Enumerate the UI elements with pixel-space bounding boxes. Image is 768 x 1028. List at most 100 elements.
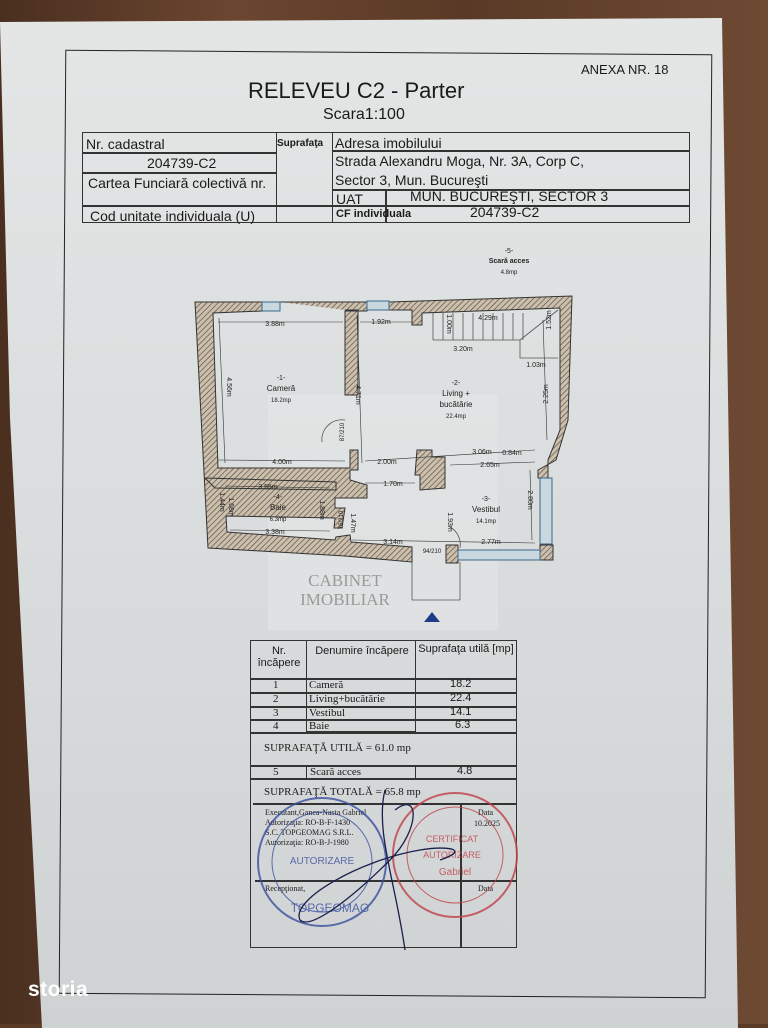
col-header-name: Denumire încăpere xyxy=(315,645,409,657)
dim-label: 3.14m xyxy=(383,539,403,546)
room-2-area: 22.4mp xyxy=(446,414,467,420)
door-1-size: 87/210 xyxy=(340,422,346,441)
cell-name: Living+bucătărie xyxy=(309,693,385,705)
plan-labels: -5- Scară acces 4.8mp -1- Cameră 18.2mp … xyxy=(218,248,553,609)
cell-area: 22.4 xyxy=(450,692,472,704)
dim-label: 3.20m xyxy=(453,346,473,353)
watermark-line-1: CABINET xyxy=(308,571,382,590)
data-label-2: Data xyxy=(478,884,494,893)
cell-name: Scară acces xyxy=(310,766,361,778)
nr-cadastral-value: 204739-C2 xyxy=(147,155,217,171)
authorization-j: Autorizaţia: RO-B-J-1980 xyxy=(265,838,349,847)
authorization-f: Autorizaţia: RO-B-F-1430 xyxy=(265,818,351,827)
cell-area: 18.2 xyxy=(450,678,472,690)
dim-label: 2.80m xyxy=(526,490,533,510)
room-4-name: Baie xyxy=(270,503,287,512)
company-name: S.C. TOPGEOMAG S.R.L. xyxy=(265,828,354,837)
room-5-area: 4.8mp xyxy=(501,270,518,276)
cell-nr: 3 xyxy=(273,707,279,719)
room-2-name2: bucătărie xyxy=(440,400,473,409)
cell-area: 4.8 xyxy=(457,765,473,777)
date-value: 10.2025 xyxy=(474,819,500,828)
storia-logo: storia xyxy=(28,978,89,1001)
dim-label: 1.92m xyxy=(371,319,391,326)
usable-area-total: SUPRAFAŢĂ UTILĂ = 61.0 mp xyxy=(264,742,411,754)
room-4-area: 6.3mp xyxy=(270,517,287,523)
dim-label: 4.71m xyxy=(354,385,361,405)
svg-text:CERTIFICAT: CERTIFICAT xyxy=(426,834,479,844)
dimension-values: 3.88m 1.92m 4.29m 1.00m 3.20m 1.52m 1.03m 4.56… xyxy=(218,310,553,555)
windows xyxy=(261,300,553,561)
entrance-arrow-icon xyxy=(424,612,440,622)
door-3-size: 94/210 xyxy=(423,549,442,555)
address-line-2: Sector 3, Mun. Bucureşti xyxy=(335,172,489,188)
watermark-line-2: IMOBILIAR xyxy=(300,590,390,609)
dim-label: 1.88m xyxy=(318,500,325,520)
nr-cadastral-label: Nr. cadastral xyxy=(86,136,165,152)
col-header-nr: Nr. încăpere xyxy=(257,645,301,669)
room-2-name: Living + xyxy=(442,389,470,398)
dim-label: 1.93m xyxy=(446,512,453,532)
cell-name: Baie xyxy=(309,720,330,732)
data-label: Data xyxy=(478,808,494,817)
suprafata-label: Suprafaţa xyxy=(277,138,324,149)
signature xyxy=(298,789,456,951)
svg-text:TOPGEOMAG: TOPGEOMAG xyxy=(291,901,369,915)
svg-text:Gabriel: Gabriel xyxy=(439,867,471,878)
cf-individuala-label: CF individuala xyxy=(336,208,412,220)
dim-label: 1.03m xyxy=(526,362,546,369)
document-title: RELEVEU C2 - Parter xyxy=(248,78,465,103)
dim-label: 0.84m xyxy=(502,450,522,457)
cell-area: 6.3 xyxy=(455,719,471,731)
room-2-nr: -2- xyxy=(452,380,461,387)
receptionat-label: Recepţionat, xyxy=(265,884,306,893)
dim-label: 3.88m xyxy=(265,321,285,328)
room-1-nr: -1- xyxy=(277,375,286,382)
dim-label: 2.25m xyxy=(543,384,550,404)
room-5-nr: -5- xyxy=(505,248,514,255)
room-1-name: Cameră xyxy=(267,384,296,393)
address-line-1: Strada Alexandru Moga, Nr. 3A, Corp C, xyxy=(335,153,585,169)
col-header-area: Suprafaţa utilă [mp] xyxy=(418,643,514,655)
cell-nr: 4 xyxy=(273,720,279,732)
dim-label: 1.68m xyxy=(227,497,234,517)
door-2-size: 76/210 xyxy=(339,510,345,529)
dim-label: 1.52m xyxy=(546,310,553,330)
room-5-name: Scară acces xyxy=(489,258,530,265)
dim-label: 1.70m xyxy=(383,481,403,488)
stairs xyxy=(321,309,559,601)
room-3-area: 14.1mp xyxy=(476,519,497,525)
dim-label: 4.29m xyxy=(478,315,498,322)
dim-label: 2.00m xyxy=(377,459,397,466)
dim-label: 2.77m xyxy=(481,539,501,546)
uat-value: MUN. BUCUREŞTI, SECTOR 3 xyxy=(410,188,609,204)
room-3-name: Vestibul xyxy=(472,505,500,514)
uat-label: UAT xyxy=(336,191,363,207)
room-3-nr: -3- xyxy=(482,496,491,503)
cf-individuala-value: 204739-C2 xyxy=(470,204,540,220)
blue-stamp: AUTORIZARE TOPGEOMAG xyxy=(257,797,387,927)
room-1-area: 18.2mp xyxy=(271,398,292,404)
dim-label: 4.00m xyxy=(272,459,292,466)
dim-label: 3.55m xyxy=(258,484,278,491)
dim-label: 1.47m xyxy=(349,513,356,533)
cell-nr: 2 xyxy=(273,693,279,705)
scale-label: Scara1:100 xyxy=(323,106,405,123)
dim-label: 3.06m xyxy=(472,449,492,456)
dim-label: 1.00m xyxy=(445,314,452,334)
cell-nr: 1 xyxy=(273,679,279,691)
cod-unitate-label: Cod unitate individuala (U) xyxy=(90,208,255,224)
room-4-nr: -4- xyxy=(274,494,283,501)
dim-label: 3.38m xyxy=(265,529,285,536)
dim-label: 4.56m xyxy=(225,377,232,397)
annex-number: ANEXA NR. 18 xyxy=(581,62,669,77)
dimension-lines xyxy=(217,314,548,544)
cell-name: Cameră xyxy=(309,679,344,691)
address-label: Adresa imobilului xyxy=(335,135,442,151)
cell-nr: 5 xyxy=(273,766,279,778)
svg-text:AUTORIZARE: AUTORIZARE xyxy=(290,856,355,867)
dim-label: 2.65m xyxy=(480,462,500,469)
